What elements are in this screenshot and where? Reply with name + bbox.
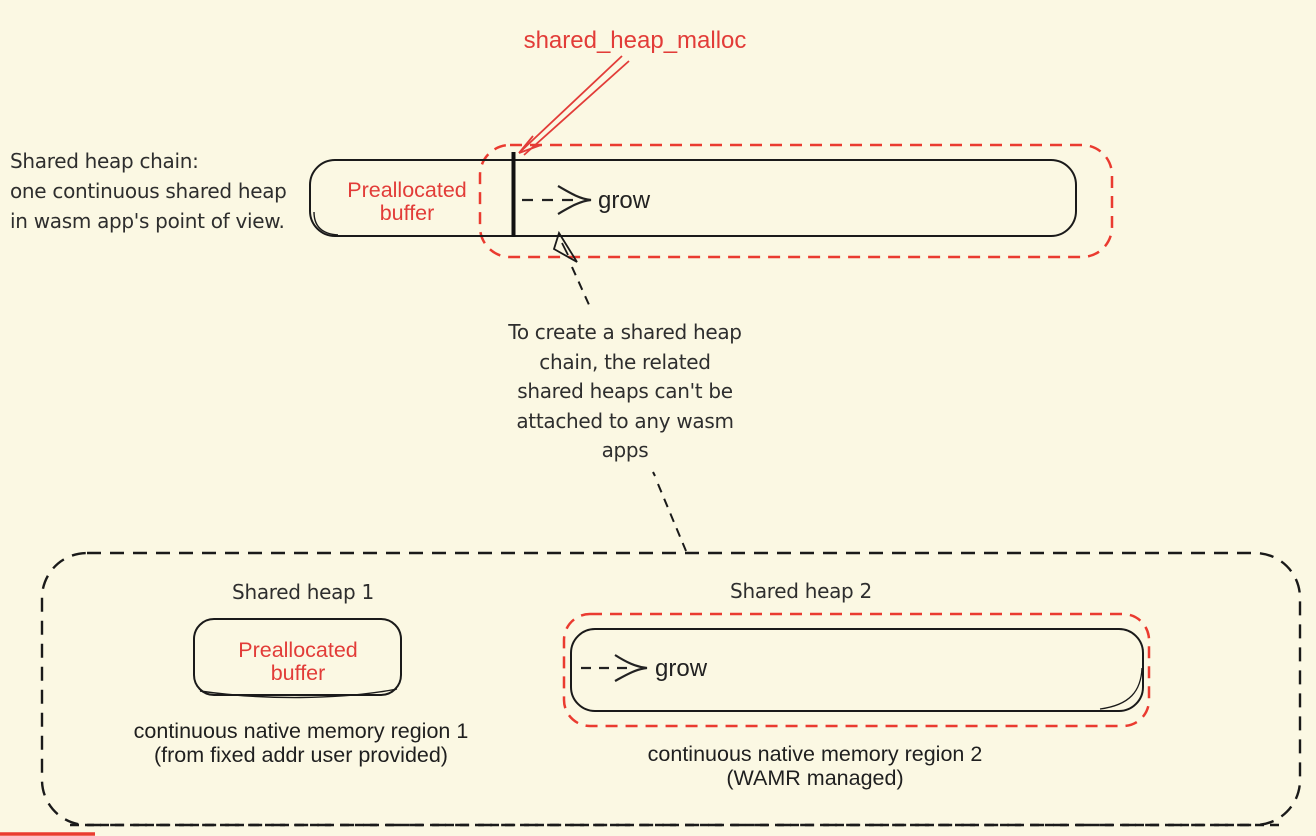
middle-note-line: apps — [601, 438, 649, 462]
heap1-caption: continuous native memory region 1 (from … — [133, 719, 469, 767]
chain-note: Shared heap chain: one continuous shared… — [10, 146, 320, 236]
connector-line-1 — [571, 266, 591, 308]
malloc-arrow-icon — [518, 55, 630, 156]
heap2-box — [570, 628, 1144, 712]
chain-note-line: one continuous shared heap — [10, 179, 287, 203]
middle-note-line: To create a shared heap — [508, 320, 742, 344]
shared-heap-bar — [309, 159, 1077, 237]
heap2-title: Shared heap 2 — [730, 579, 872, 603]
connector-line-2 — [657, 483, 687, 552]
heap1-title: Shared heap 1 — [232, 580, 374, 604]
preallocated-buffer-label: Preallocated buffer — [347, 178, 467, 225]
sketch-stroke — [313, 211, 339, 236]
heap2-grow-label: grow — [655, 655, 708, 682]
middle-note: To create a shared heap chain, the relat… — [495, 318, 755, 466]
grow-arrow-icon — [581, 654, 648, 682]
grow-label: grow — [598, 187, 651, 214]
heap2-caption: continuous native memory region 2 (WAMR … — [647, 742, 983, 790]
connector-dot — [652, 471, 656, 477]
grow-arrow-icon — [522, 185, 592, 215]
middle-note-line: chain, the related — [539, 349, 711, 374]
sketch-stroke — [199, 688, 398, 699]
sketch-stroke — [1099, 667, 1143, 710]
pointer-arrow-icon — [552, 230, 578, 263]
middle-note-line: shared heaps can't be — [517, 379, 733, 403]
heap2-red-dashed-box — [562, 612, 1151, 728]
middle-note-line: attached to any wasm — [516, 408, 734, 433]
heap1-preallocated-buffer-label: Preallocated buffer — [238, 638, 358, 685]
malloc-label: shared_heap_malloc — [523, 27, 747, 54]
chain-note-line: in wasm app's point of view. — [10, 209, 285, 233]
heap1-box — [193, 618, 402, 696]
chain-note-line: Shared heap chain: — [10, 149, 199, 173]
growable-region-red-dashed-box — [478, 143, 1114, 259]
